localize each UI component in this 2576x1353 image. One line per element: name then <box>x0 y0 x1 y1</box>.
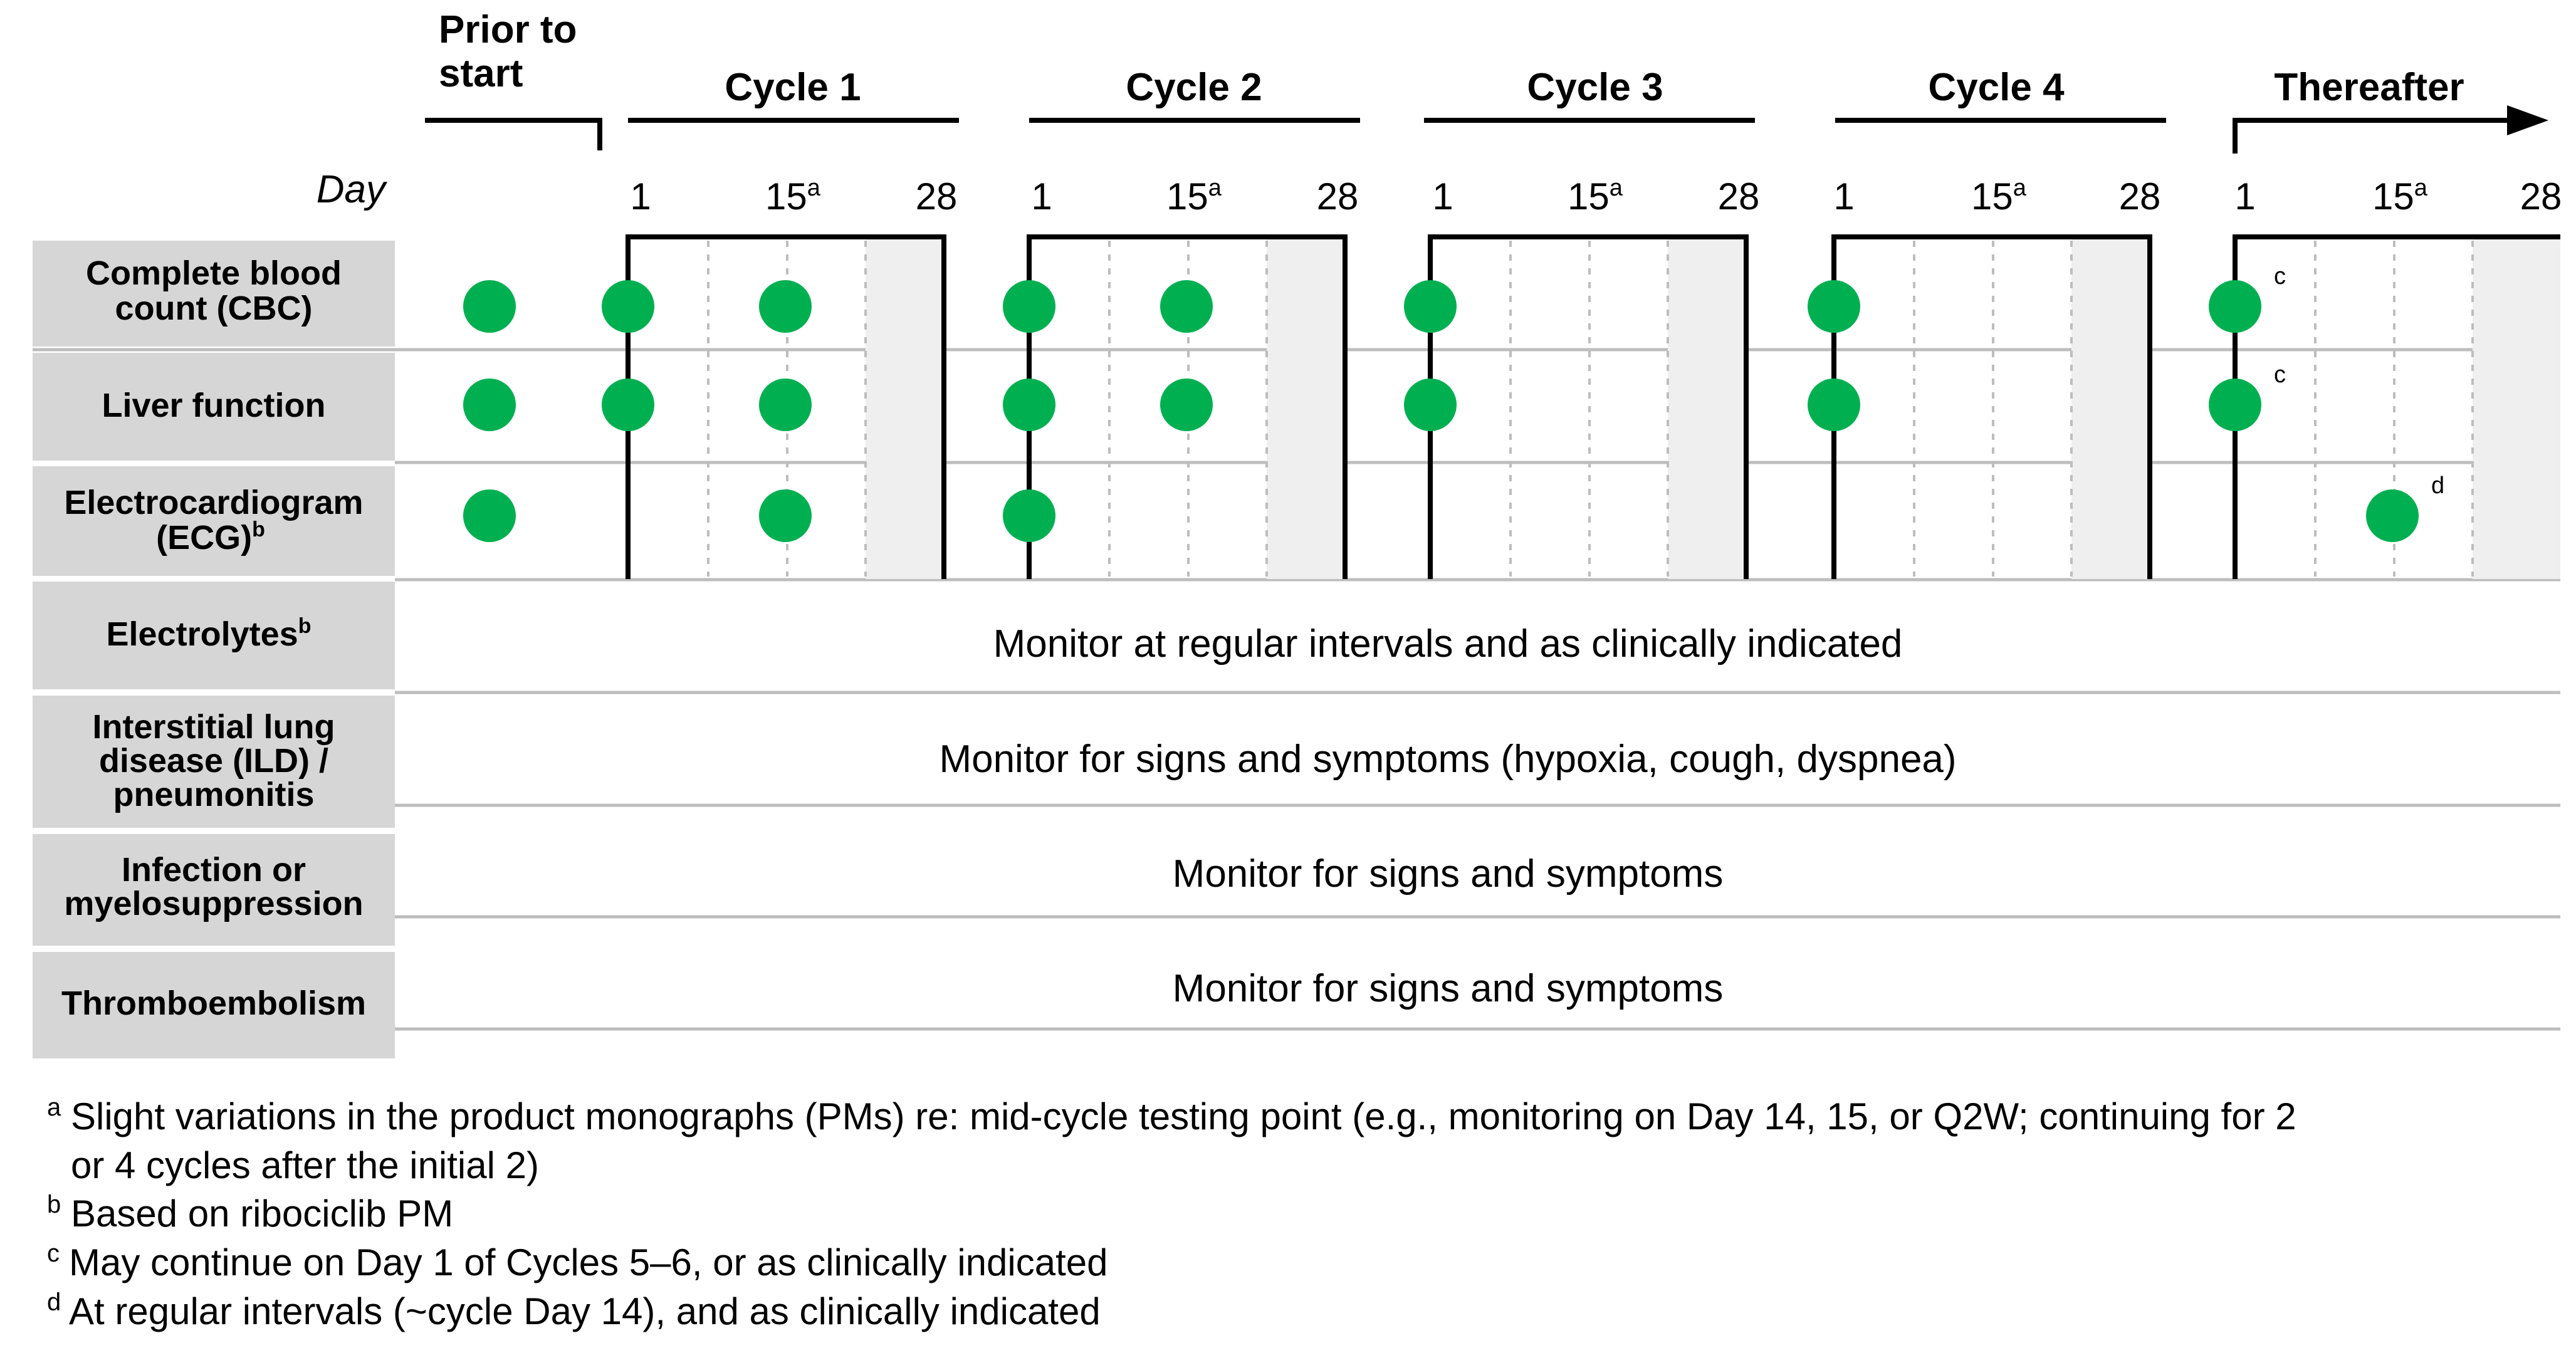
thereafter-label: Thereafter <box>2274 66 2464 109</box>
day-ticks-cycle-1: 1 15a 28 <box>630 175 957 217</box>
svg-text:1: 1 <box>630 175 651 217</box>
svg-text:b: b <box>47 1191 61 1218</box>
footnote-a: a Slight variations in the product monog… <box>47 1094 2296 1186</box>
cycle-2-label: Cycle 2 <box>1126 66 1262 109</box>
prior-to-start-label-line2: start <box>439 52 523 95</box>
row-label-infection: Infection or myelosuppression <box>33 834 395 946</box>
day-ticks-cycle-4: 1 15a 28 <box>1833 175 2160 217</box>
row-label-thromboembolism: Thromboembolism <box>33 952 395 1058</box>
cbc-dot-cycle2-day-1 <box>1003 280 1055 333</box>
svg-text:Electrocardiogram: Electrocardiogram <box>64 484 363 521</box>
svg-text:Infection or: Infection or <box>122 851 306 889</box>
liver-dot-thereafter-day-1 <box>2209 379 2261 431</box>
prior-bracket <box>425 118 602 150</box>
cbc-footnote-marker-c: c <box>2274 263 2286 290</box>
svg-text:May continue on Day 1 of Cycle: May continue on Day 1 of Cycles 5–6, or … <box>69 1241 1108 1283</box>
cbc-dot-prior <box>463 280 516 333</box>
electrolytes-note: Monitor at regular intervals and as clin… <box>993 622 1903 666</box>
row-label-cbc: Complete blood count (CBC) <box>33 241 395 347</box>
svg-text:Based on ribociclib PM: Based on ribociclib PM <box>71 1193 453 1235</box>
svg-text:15a: 15a <box>765 175 821 217</box>
ecg-footnote-marker-d: d <box>2431 473 2444 499</box>
svg-text:15a: 15a <box>1166 175 1222 217</box>
svg-text:(ECG)b: (ECG)b <box>156 518 265 556</box>
svg-text:1: 1 <box>1833 175 1854 217</box>
thereafter-frame <box>2233 234 2560 579</box>
svg-text:Complete blood: Complete blood <box>86 254 342 292</box>
svg-text:myelosuppression: myelosuppression <box>64 885 363 922</box>
cbc-dot-cycle1-day-1 <box>602 280 654 333</box>
svg-text:28: 28 <box>916 175 958 217</box>
svg-text:15a: 15a <box>2372 175 2428 217</box>
ecg-dot-thereafter-day-15 <box>2366 489 2419 542</box>
liver-dot-cycle2-day-15 <box>1160 379 1213 431</box>
cycle-1-label: Cycle 1 <box>725 66 861 109</box>
footnote-d: d At regular intervals (~cycle Day 14), … <box>47 1288 1101 1332</box>
svg-text:Slight variations in the produ: Slight variations in the product monogra… <box>71 1095 2296 1137</box>
cycle-4-label: Cycle 4 <box>1928 66 2065 109</box>
row-label-ild: Interstitial lung disease (ILD) / pneumo… <box>33 696 395 828</box>
svg-text:1: 1 <box>2234 175 2255 217</box>
svg-text:28: 28 <box>1718 175 1760 217</box>
liver-dot-cycle1-day-15 <box>759 379 812 431</box>
day-ticks-thereafter: 1 15a 28 <box>2234 175 2562 217</box>
cbc-dot-thereafter-day-1 <box>2209 280 2261 333</box>
footnote-b: b Based on ribociclib PM <box>47 1191 453 1235</box>
infection-note: Monitor for signs and symptoms <box>1173 852 1724 896</box>
day-ticks-cycle-3: 1 15a 28 <box>1432 175 1759 217</box>
svg-text:count (CBC): count (CBC) <box>115 290 313 327</box>
cbc-dot-cycle3-day-1 <box>1404 280 1457 333</box>
liver-dot-cycle3-day-1 <box>1404 379 1457 431</box>
ecg-dot-cycle1-day-15 <box>759 489 812 542</box>
svg-text:d: d <box>47 1288 61 1316</box>
cbc-dot-cycle2-day-15 <box>1160 280 1213 333</box>
row-label-liver-function: Liver function <box>33 353 395 461</box>
cbc-dot-cycle1-day-15 <box>759 280 812 333</box>
liver-dot-cycle2-day-1 <box>1003 379 1055 431</box>
thereafter-arrow-line <box>2233 118 2513 154</box>
cycle-3-label: Cycle 3 <box>1527 66 1663 109</box>
day-axis-label: Day <box>317 168 388 211</box>
svg-text:disease (ILD) /: disease (ILD) / <box>99 742 328 780</box>
svg-text:28: 28 <box>2119 175 2161 217</box>
svg-text:15a: 15a <box>1971 175 2027 217</box>
svg-text:At regular intervals (~cycle D: At regular intervals (~cycle Day 14), an… <box>69 1290 1101 1332</box>
cbc-dot-cycle4-day-1 <box>1808 280 1860 333</box>
svg-text:Interstitial lung: Interstitial lung <box>92 708 335 746</box>
svg-text:a: a <box>47 1094 61 1121</box>
ild-note: Monitor for signs and symptoms (hypoxia,… <box>939 738 1956 781</box>
day-ticks-cycle-2: 1 15a 28 <box>1031 175 1358 217</box>
svg-text:Thromboembolism: Thromboembolism <box>61 985 366 1022</box>
svg-text:c: c <box>47 1240 60 1267</box>
svg-text:Electrolytesb: Electrolytesb <box>107 614 312 653</box>
svg-text:or 4 cycles after the initial: or 4 cycles after the initial 2) <box>71 1144 539 1186</box>
cycle-grids <box>626 234 2560 579</box>
monitoring-dots: c c d <box>463 263 2444 542</box>
svg-text:28: 28 <box>2520 175 2562 217</box>
thereafter-arrowhead <box>2507 105 2548 135</box>
ecg-dot-prior <box>463 489 516 542</box>
row-label-ecg: Electrocardiogram (ECG)b <box>33 466 395 576</box>
ecg-dot-cycle2-day-1 <box>1003 489 1055 542</box>
svg-text:1: 1 <box>1432 175 1453 217</box>
liver-dot-cycle1-day-1 <box>602 379 654 431</box>
svg-text:28: 28 <box>1317 175 1359 217</box>
thromboembolism-note: Monitor for signs and symptoms <box>1173 967 1724 1010</box>
svg-text:pneumonitis: pneumonitis <box>113 776 315 813</box>
prior-to-start-label-line1: Prior to <box>439 8 577 51</box>
liver-dot-cycle4-day-1 <box>1808 379 1860 431</box>
footnote-c: c May continue on Day 1 of Cycles 5–6, o… <box>47 1240 1108 1283</box>
svg-text:1: 1 <box>1031 175 1052 217</box>
row-label-electrolytes: Electrolytesb <box>33 582 395 689</box>
liver-footnote-marker-c: c <box>2274 362 2286 388</box>
svg-text:15a: 15a <box>1568 175 1623 217</box>
liver-dot-prior <box>463 379 516 431</box>
svg-text:Liver function: Liver function <box>102 387 325 424</box>
